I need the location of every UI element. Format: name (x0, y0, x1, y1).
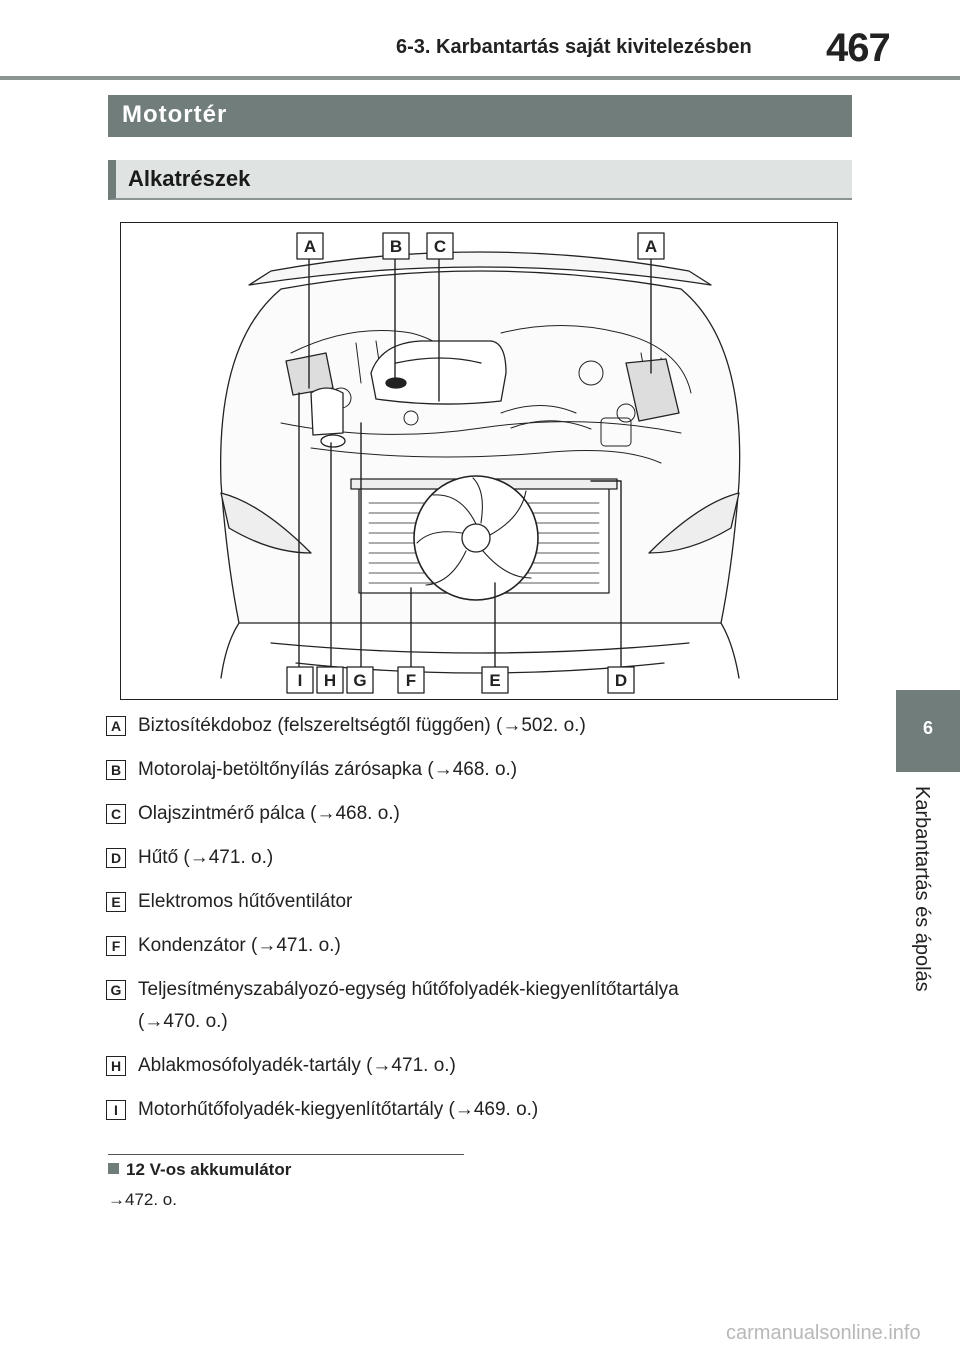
letter-box-a: A (106, 716, 126, 736)
legend-text-b: Motorolaj-betöltőnyílás zárósapka (→468.… (138, 759, 518, 780)
footnote-reference: →472. o. (108, 1190, 177, 1209)
footnote-rule (108, 1154, 464, 1155)
legend-text-a: Biztosítékdoboz (felszereltségtől függőe… (138, 715, 586, 736)
letter-box-i: I (106, 1100, 126, 1120)
callout-top-c: C (434, 237, 446, 256)
footnote-heading-text: 12 V-os akkumulátor (126, 1160, 292, 1179)
legend-text-c: Olajszintmérő pálca (→468. o.) (138, 803, 400, 824)
section-bar: Motortér (108, 95, 852, 137)
subsection-title: Alkatrészek (128, 166, 251, 191)
legend-text-h: Ablakmosófolyadék-tartály (→471. o.) (138, 1055, 456, 1076)
legend-text-d: Hűtő (→471. o.) (138, 847, 274, 868)
letter-box-g: G (106, 980, 126, 1000)
legend-text-f: Kondenzátor (→471. o.) (138, 935, 341, 956)
callout-top-a-right: A (645, 237, 657, 256)
engine-illustration: A B C A I H G F E D (219, 232, 741, 694)
letter-box-h: H (106, 1056, 126, 1076)
watermark: carmanualsonline.info (726, 1322, 921, 1344)
callout-top-a-left: A (304, 237, 316, 256)
callout-bottom-e: E (489, 671, 500, 690)
letter-box-f: F (106, 936, 126, 956)
header-rule (0, 76, 960, 80)
callout-bottom-g: G (353, 671, 366, 690)
callout-bottom-h: H (324, 671, 336, 690)
subsection-bar: Alkatrészek (108, 160, 852, 200)
square-bullet-icon (108, 1163, 119, 1174)
callout-bottom-d: D (615, 671, 627, 690)
chapter-number: 6 (922, 718, 933, 738)
legend-text-e: Elektromos hűtőventilátor (138, 891, 353, 912)
letter-box-c: C (106, 804, 126, 824)
letter-box-d: D (106, 848, 126, 868)
side-tab[interactable]: 6 (896, 690, 960, 772)
header-section-title: 6-3. Karbantartás saját kivitelezésben (396, 36, 752, 58)
engine-compartment-figure: A B C A I H G F E D (120, 222, 838, 700)
legend-text-g: Teljesítményszabályozó-egység hűtőfolyad… (138, 979, 679, 1000)
footnote-heading: 12 V-os akkumulátor (108, 1160, 291, 1180)
callout-bottom-i: I (298, 671, 303, 690)
page-number: 467 (826, 26, 891, 70)
chapter-title: Karbantartás és ápolás (911, 786, 933, 992)
callout-bottom-f: F (406, 671, 416, 690)
section-title: Motortér (122, 101, 228, 128)
callout-top-b: B (390, 237, 402, 256)
letter-box-b: B (106, 760, 126, 780)
legend-text-g-continued: (→470. o.) (138, 1011, 228, 1032)
legend-text-i: Motorhűtőfolyadék-kiegyenlítőtartály (→4… (138, 1099, 539, 1120)
letter-box-e: E (106, 892, 126, 912)
